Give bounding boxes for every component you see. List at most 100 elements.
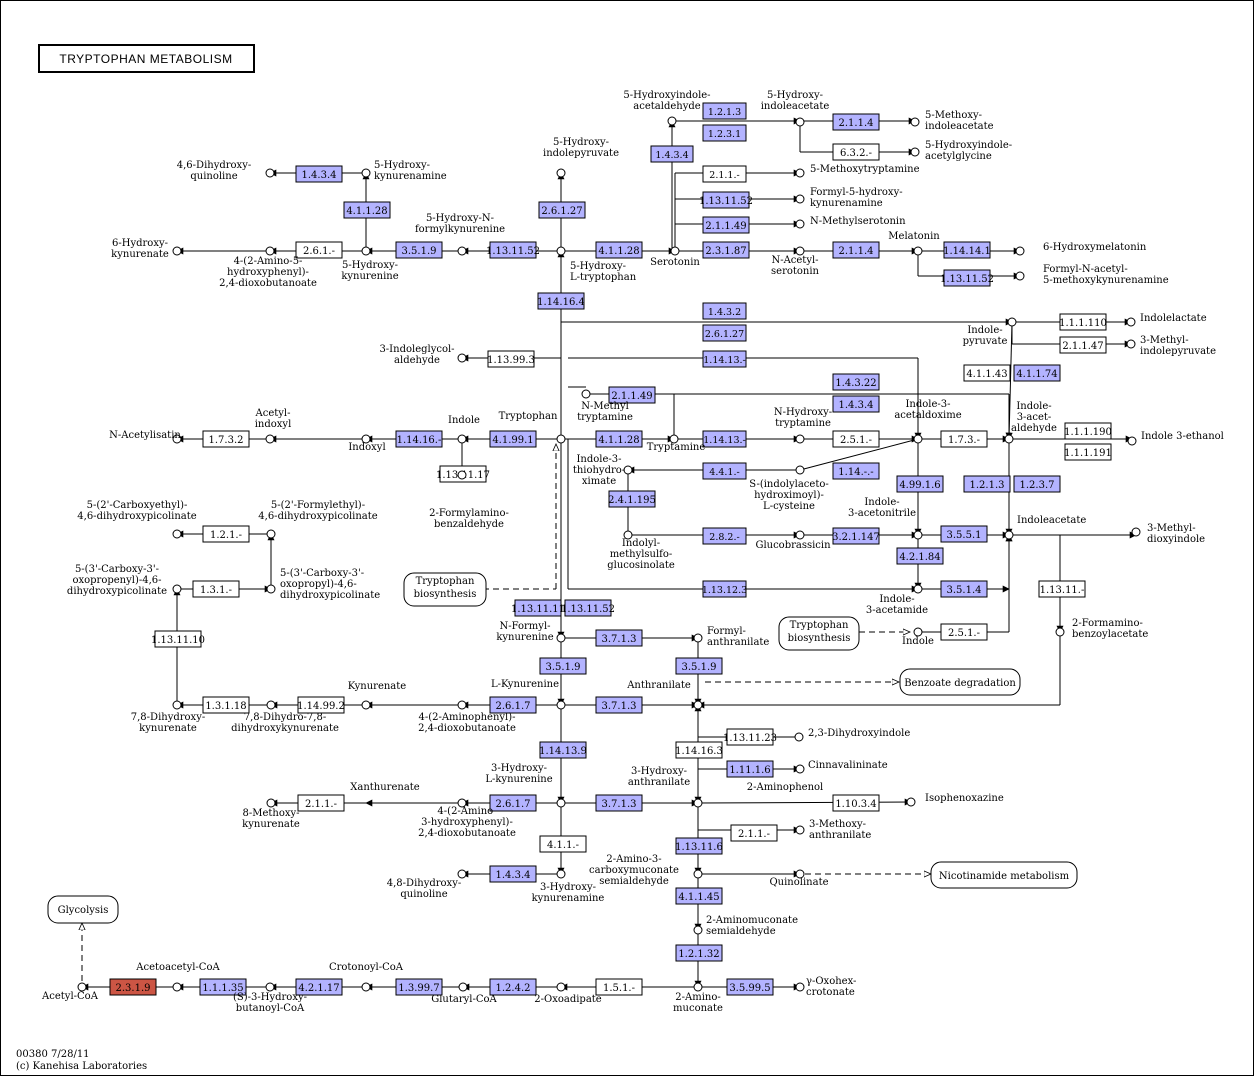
enzyme-box[interactable] bbox=[564, 599, 612, 617]
enzyme-box[interactable] bbox=[192, 580, 240, 598]
enzyme-box[interactable] bbox=[675, 944, 723, 962]
enzyme-box[interactable] bbox=[395, 241, 443, 259]
e-2-1-1-4[interactable]: 2.1.1.4 bbox=[832, 113, 880, 131]
enzyme-box[interactable] bbox=[1059, 313, 1107, 331]
e-1-3-1-18[interactable]: 1.3.1.18 bbox=[202, 696, 250, 714]
compound-node[interactable] bbox=[361, 434, 371, 444]
enzyme-box[interactable] bbox=[702, 324, 747, 342]
compound-node[interactable] bbox=[913, 530, 923, 540]
compound-node[interactable] bbox=[77, 982, 87, 992]
pathway-map-box[interactable] bbox=[930, 861, 1078, 889]
e-1-2-1-3[interactable]: 1.2.1.3 bbox=[963, 475, 1011, 493]
e-2-6-1-x[interactable]: 2.6.1.- bbox=[295, 241, 343, 259]
e-1-14-14-1[interactable]: 1.14.14.1 bbox=[943, 241, 991, 259]
e-1-1-1-191[interactable]: 1.1.1.191 bbox=[1064, 443, 1112, 461]
enzyme-box[interactable] bbox=[489, 430, 537, 448]
enzyme-box[interactable] bbox=[395, 430, 443, 448]
e-1-4-3-4[interactable]: 1.4.3.4 bbox=[650, 145, 694, 163]
e-2-8-2-x[interactable]: 2.8.2.- bbox=[702, 527, 747, 545]
pathway-map-link[interactable]: Benzoate degradation bbox=[899, 668, 1021, 696]
enzyme-box[interactable] bbox=[702, 124, 747, 142]
compound-node[interactable] bbox=[795, 465, 805, 475]
pathway-map-box[interactable] bbox=[899, 668, 1021, 696]
e-1-14-13-9[interactable]: 1.14.13.9 bbox=[539, 741, 587, 759]
e-3-7-1-3[interactable]: 3.7.1.3 bbox=[595, 794, 643, 812]
e-2-1-1-49[interactable]: 2.1.1.49 bbox=[608, 386, 656, 404]
e-1-2-3-7[interactable]: 1.2.3.7 bbox=[1013, 475, 1061, 493]
compound-node[interactable] bbox=[556, 633, 566, 643]
e-1-13-12-3[interactable]: 1.13.12.3 bbox=[702, 580, 747, 598]
enzyme-box[interactable] bbox=[963, 475, 1011, 493]
enzyme-box[interactable] bbox=[832, 794, 880, 812]
e-1-1-1-110[interactable]: 1.1.1.110 bbox=[1059, 313, 1107, 331]
enzyme-box[interactable] bbox=[595, 629, 643, 647]
e-1-3-1-x[interactable]: 1.3.1.- bbox=[192, 580, 240, 598]
enzyme-box[interactable] bbox=[489, 696, 537, 714]
e-1-2-1-3[interactable]: 1.2.1.3 bbox=[702, 102, 747, 120]
enzyme-box[interactable] bbox=[297, 794, 345, 812]
e-3-2-1-147[interactable]: 3.2.1.147 bbox=[832, 527, 880, 545]
enzyme-box[interactable] bbox=[702, 102, 747, 120]
enzyme-box[interactable] bbox=[675, 657, 723, 675]
e-2-4-1-195[interactable]: 2.4.1.195 bbox=[608, 490, 656, 508]
e-1-14-16-x[interactable]: 1.14.16.- bbox=[395, 430, 443, 448]
enzyme-box[interactable] bbox=[595, 696, 643, 714]
compound-node[interactable] bbox=[556, 798, 566, 808]
e-1-13-11-11[interactable]: 1.13.11.11 bbox=[511, 599, 565, 617]
e-2-5-1-x[interactable]: 2.5.1.- bbox=[940, 623, 988, 641]
compound-node[interactable] bbox=[265, 982, 275, 992]
e-2-1-1-x[interactable]: 2.1.1.- bbox=[297, 794, 345, 812]
enzyme-box[interactable] bbox=[343, 201, 391, 219]
enzyme-box[interactable] bbox=[1064, 443, 1112, 461]
compound-node[interactable] bbox=[172, 700, 182, 710]
e-1-4-3-4[interactable]: 1.4.3.4 bbox=[489, 865, 537, 883]
e-4-99-1-6[interactable]: 4.99.1.6 bbox=[896, 475, 944, 493]
enzyme-box[interactable] bbox=[726, 760, 774, 778]
compound-node[interactable] bbox=[172, 584, 182, 594]
enzyme-box[interactable] bbox=[702, 430, 747, 448]
compound-node[interactable] bbox=[795, 434, 805, 444]
e-2-5-1-x[interactable]: 2.5.1.- bbox=[832, 430, 880, 448]
compound-node[interactable] bbox=[361, 246, 371, 256]
enzyme-box[interactable] bbox=[595, 241, 643, 259]
compound-node[interactable] bbox=[556, 246, 566, 256]
enzyme-box[interactable] bbox=[487, 350, 535, 368]
enzyme-box[interactable] bbox=[940, 430, 988, 448]
e-1-13-11-52[interactable]: 1.13.11.52 bbox=[699, 191, 753, 209]
e-1-2-1-32[interactable]: 1.2.1.32 bbox=[675, 944, 723, 962]
compound-node[interactable] bbox=[693, 869, 703, 879]
enzyme-box[interactable] bbox=[1059, 336, 1107, 354]
compound-node[interactable] bbox=[913, 246, 923, 256]
e-1-10-3-4[interactable]: 1.10.3.4 bbox=[832, 794, 880, 812]
compound-node[interactable] bbox=[693, 700, 703, 710]
enzyme-box[interactable] bbox=[702, 350, 747, 368]
compound-node[interactable] bbox=[266, 584, 276, 594]
e-1-2-1-x[interactable]: 1.2.1.- bbox=[202, 525, 250, 543]
compound-node[interactable] bbox=[457, 246, 467, 256]
e-3-7-1-3[interactable]: 3.7.1.3 bbox=[595, 696, 643, 714]
enzyme-box[interactable] bbox=[395, 978, 443, 996]
compound-node[interactable] bbox=[457, 434, 467, 444]
enzyme-box[interactable] bbox=[896, 547, 944, 565]
enzyme-box[interactable] bbox=[297, 696, 345, 714]
e-4-1-1-28[interactable]: 4.1.1.28 bbox=[343, 201, 391, 219]
compound-node[interactable] bbox=[457, 798, 467, 808]
enzyme-box[interactable] bbox=[832, 113, 880, 131]
compound-node[interactable] bbox=[1004, 530, 1014, 540]
enzyme-box[interactable] bbox=[199, 978, 247, 996]
compound-node[interactable] bbox=[458, 982, 468, 992]
pathway-map-link[interactable]: Nicotinamide metabolism bbox=[930, 861, 1078, 889]
enzyme-box[interactable] bbox=[702, 302, 747, 320]
enzyme-box[interactable] bbox=[702, 462, 747, 480]
enzyme-box[interactable] bbox=[702, 527, 747, 545]
e-2-6-1-7[interactable]: 2.6.1.7 bbox=[489, 696, 537, 714]
enzyme-box[interactable] bbox=[1064, 422, 1112, 440]
enzyme-box[interactable] bbox=[489, 865, 537, 883]
compound-node[interactable] bbox=[913, 627, 923, 637]
enzyme-box[interactable] bbox=[702, 165, 747, 183]
enzyme-box[interactable] bbox=[1038, 580, 1086, 598]
enzyme-box[interactable] bbox=[489, 978, 537, 996]
enzyme-box[interactable] bbox=[832, 143, 880, 161]
e-1-7-3-2[interactable]: 1.7.3.2 bbox=[202, 430, 250, 448]
